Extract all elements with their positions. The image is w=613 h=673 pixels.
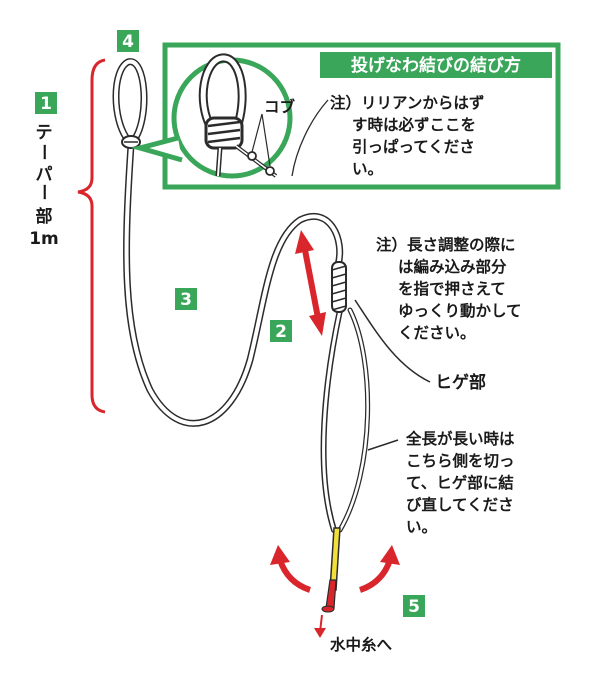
badge-5: 5 bbox=[403, 595, 425, 617]
braided-section bbox=[331, 261, 347, 313]
taper-label: テ ー パ ー 部 1m bbox=[29, 123, 59, 249]
inset-magnified-knot bbox=[130, 53, 293, 179]
kobu-label: コブ bbox=[264, 97, 296, 116]
badge-2: 2 bbox=[270, 320, 292, 342]
svg-text:ー: ー bbox=[33, 144, 53, 161]
main-line bbox=[112, 58, 371, 533]
svg-text:ゆっくり動かして: ゆっくり動かして bbox=[398, 301, 522, 320]
svg-text:を指で押さえて: を指で押さえて bbox=[398, 279, 506, 298]
svg-text:注）リリアンからはず: 注）リリアンからはず bbox=[330, 93, 484, 112]
taper-bracket bbox=[77, 58, 106, 414]
svg-text:い。: い。 bbox=[406, 518, 437, 536]
tippet-label: 水中糸へ bbox=[330, 635, 393, 654]
svg-text:は編み込み部分: は編み込み部分 bbox=[398, 257, 507, 276]
svg-text:テ: テ bbox=[36, 123, 53, 143]
adjust-note: 注）長さ調整の際に は編み込み部分 を指で押さえて ゆっくり動かして ください。 bbox=[376, 235, 522, 342]
svg-text:び直してくださ: び直してくださ bbox=[406, 495, 514, 514]
inset-note-leader bbox=[291, 99, 329, 177]
svg-text:1: 1 bbox=[40, 94, 52, 114]
svg-text:ください。: ください。 bbox=[398, 324, 476, 342]
tippet-end bbox=[314, 527, 341, 638]
inset-title: 投げなわ結びの結び方 bbox=[351, 55, 521, 76]
svg-text:4: 4 bbox=[122, 32, 134, 52]
svg-text:て、ヒゲ部に結: て、ヒゲ部に結 bbox=[406, 473, 514, 492]
svg-text:3: 3 bbox=[180, 290, 192, 310]
svg-text:こちら側を切っ: こちら側を切っ bbox=[406, 451, 515, 470]
badge-4: 4 bbox=[117, 30, 139, 52]
hige-label: ヒゲ部 bbox=[435, 372, 486, 393]
svg-text:ー: ー bbox=[33, 184, 53, 201]
svg-text:い。: い。 bbox=[352, 160, 383, 178]
svg-text:部: 部 bbox=[36, 206, 53, 227]
svg-text:全長が長い時は: 全長が長い時は bbox=[405, 429, 515, 448]
svg-text:2: 2 bbox=[275, 322, 287, 342]
swing-arrows bbox=[270, 545, 400, 593]
badge-3: 3 bbox=[175, 288, 197, 310]
svg-text:パ: パ bbox=[36, 165, 53, 185]
cut-leader bbox=[367, 439, 399, 451]
cut-note: 全長が長い時は こちら側を切っ て、ヒゲ部に結 び直してくださ い。 bbox=[405, 429, 515, 536]
svg-text:す時は必ずここを: す時は必ずここを bbox=[352, 115, 476, 134]
adjust-arrow bbox=[295, 230, 326, 336]
svg-text:引っぱってくださ: 引っぱってくださ bbox=[352, 138, 475, 156]
svg-text:1m: 1m bbox=[29, 229, 59, 249]
hige-leader bbox=[354, 299, 431, 383]
badge-1: 1 bbox=[35, 92, 57, 114]
inset-note: 注）リリアンからはず す時は必ずここを 引っぱってくださ い。 bbox=[330, 93, 484, 178]
svg-text:注）長さ調整の際に: 注）長さ調整の際に bbox=[376, 235, 516, 254]
svg-text:5: 5 bbox=[408, 597, 420, 617]
